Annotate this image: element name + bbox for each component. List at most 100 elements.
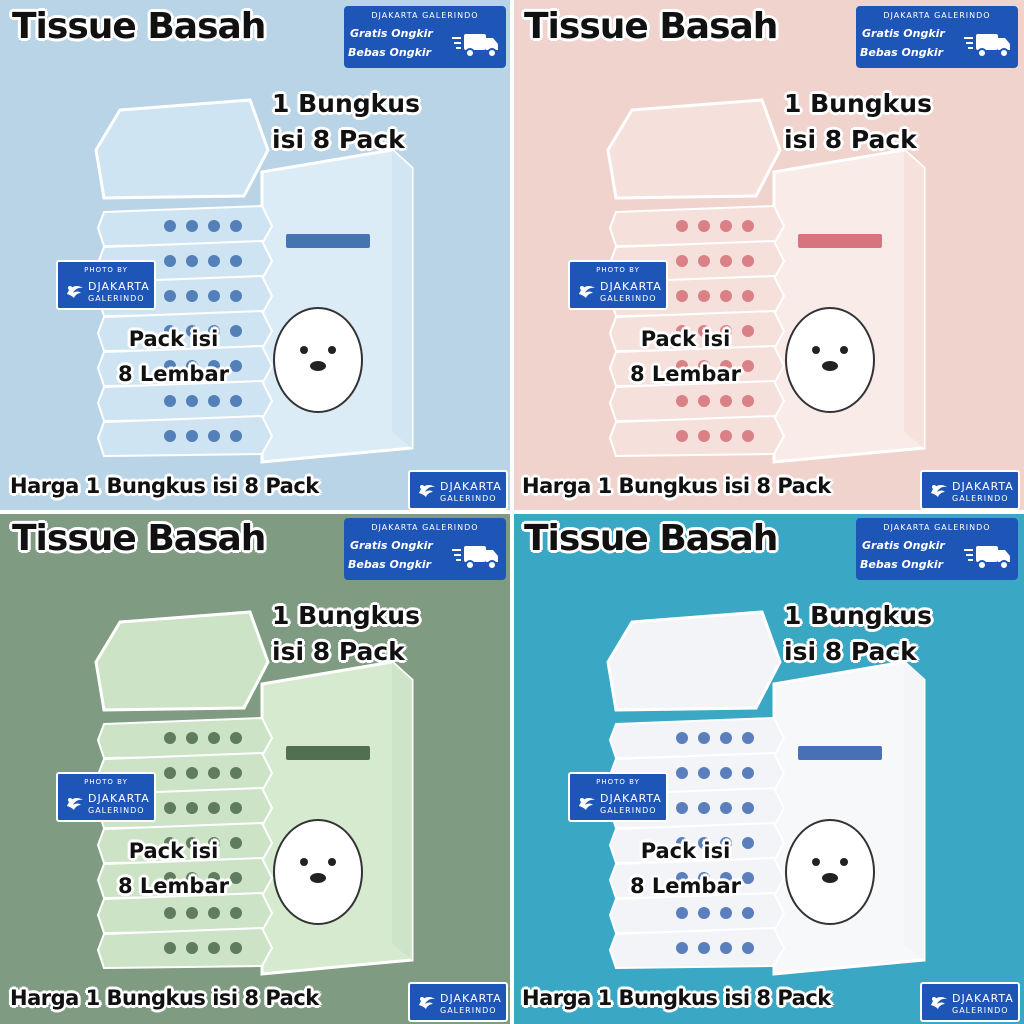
water-drop-icon <box>164 290 176 302</box>
badge-brand: DJAKARTA GALERINDO <box>371 11 479 20</box>
product-box-side <box>392 150 412 448</box>
bungkus-label: 1 Bungkus isi 8 Pack <box>784 601 932 666</box>
delivery-truck-icon <box>450 26 500 62</box>
watermark-caption: PHOTO BY <box>596 778 640 786</box>
water-drop-icon <box>742 395 754 407</box>
water-drop-icon <box>164 907 176 919</box>
box-label-stripe <box>286 746 370 760</box>
water-drop-icon <box>720 732 732 744</box>
water-drop-icon <box>676 220 688 232</box>
water-drop-icon <box>230 290 242 302</box>
water-drop-icon <box>164 942 176 954</box>
water-drop-icon <box>720 837 732 849</box>
water-drop-icon <box>230 732 242 744</box>
water-drop-icon <box>164 837 176 849</box>
watermark-caption: PHOTO BY <box>84 266 128 274</box>
tissue-pack <box>608 204 786 248</box>
mascot-nose <box>310 361 326 371</box>
water-drop-icon <box>698 220 710 232</box>
water-drop-icon <box>676 255 688 267</box>
water-drop-icon <box>186 395 198 407</box>
water-drop-icon <box>186 220 198 232</box>
mascot-eye <box>300 346 308 354</box>
water-drop-icon <box>676 430 688 442</box>
water-drop-icon <box>208 907 220 919</box>
delivery-truck-icon <box>450 538 500 574</box>
gratis-ongkir-label: Gratis Ongkir <box>350 27 433 40</box>
water-drop-icon <box>698 290 710 302</box>
water-drop-icon <box>164 325 176 337</box>
pack-isi-label: Pack isi 8 Lembar <box>118 327 229 386</box>
box-label-stripe <box>798 234 882 248</box>
gratis-ongkir-label: Gratis Ongkir <box>862 539 945 552</box>
water-drop-icon <box>742 767 754 779</box>
water-drop-icon <box>676 767 688 779</box>
water-drop-icon <box>230 325 242 337</box>
water-drop-icon <box>742 837 754 849</box>
bird-logo-icon <box>928 479 950 501</box>
water-drop-icon <box>230 395 242 407</box>
bird-logo-icon <box>576 792 598 814</box>
water-drop-icon <box>698 907 710 919</box>
pack-isi-label: Pack isi 8 Lembar <box>118 839 229 898</box>
water-drop-icon <box>676 907 688 919</box>
water-drop-icon <box>720 325 732 337</box>
water-drop-icon <box>208 290 220 302</box>
mascot-nose <box>310 873 326 883</box>
panel-title: Tissue Basah <box>524 518 778 559</box>
product-illustration <box>606 98 926 464</box>
product-panel-blue: Tissue Basah 1 Bungkus isi 8 Pack Pack i… <box>0 0 512 512</box>
water-drop-icon <box>676 837 688 849</box>
tissue-pack-top <box>606 610 782 712</box>
water-drop-icon <box>676 872 688 884</box>
water-drop-icon <box>230 430 242 442</box>
mascot-eye <box>840 858 848 866</box>
water-drop-icon <box>742 907 754 919</box>
water-drop-icon <box>676 942 688 954</box>
water-drop-icon <box>230 255 242 267</box>
price-caption: Harga 1 Bungkus isi 8 Pack <box>522 474 831 498</box>
bungkus-label: 1 Bungkus isi 8 Pack <box>272 89 420 154</box>
mascot-eye <box>812 858 820 866</box>
water-drop-icon <box>186 255 198 267</box>
water-drop-icon <box>742 325 754 337</box>
water-drop-icon <box>164 872 176 884</box>
water-drop-icon <box>676 290 688 302</box>
panel-divider <box>0 510 1024 514</box>
product-illustration <box>94 98 414 464</box>
water-drop-icon <box>742 872 754 884</box>
cat-icon <box>785 307 875 413</box>
tissue-pack-top <box>606 98 782 200</box>
product-panel-green: Tissue Basah 1 Bungkus isi 8 Pack Pack i… <box>0 512 512 1024</box>
water-drop-icon <box>698 325 710 337</box>
tissue-pack <box>608 926 786 970</box>
water-drop-icon <box>698 767 710 779</box>
water-drop-icon <box>208 430 220 442</box>
water-drop-icon <box>230 942 242 954</box>
product-box-side <box>904 150 924 448</box>
product-box <box>260 148 414 464</box>
water-drop-icon <box>742 290 754 302</box>
water-drop-icon <box>208 802 220 814</box>
bungkus-label: 1 Bungkus isi 8 Pack <box>784 89 932 154</box>
badge-brand: DJAKARTA GALERINDO <box>883 11 991 20</box>
water-drop-icon <box>676 325 688 337</box>
pack-isi-label: Pack isi 8 Lembar <box>630 839 741 898</box>
badge-brand: DJAKARTA GALERINDO <box>371 523 479 532</box>
mascot-eye <box>328 858 336 866</box>
penguin-icon <box>273 819 363 925</box>
mascot-eye <box>840 346 848 354</box>
panel-title: Tissue Basah <box>12 518 266 559</box>
water-drop-icon <box>186 942 198 954</box>
bebas-ongkir-label: Bebas Ongkir <box>348 558 432 571</box>
water-drop-icon <box>208 325 220 337</box>
water-drop-icon <box>164 802 176 814</box>
